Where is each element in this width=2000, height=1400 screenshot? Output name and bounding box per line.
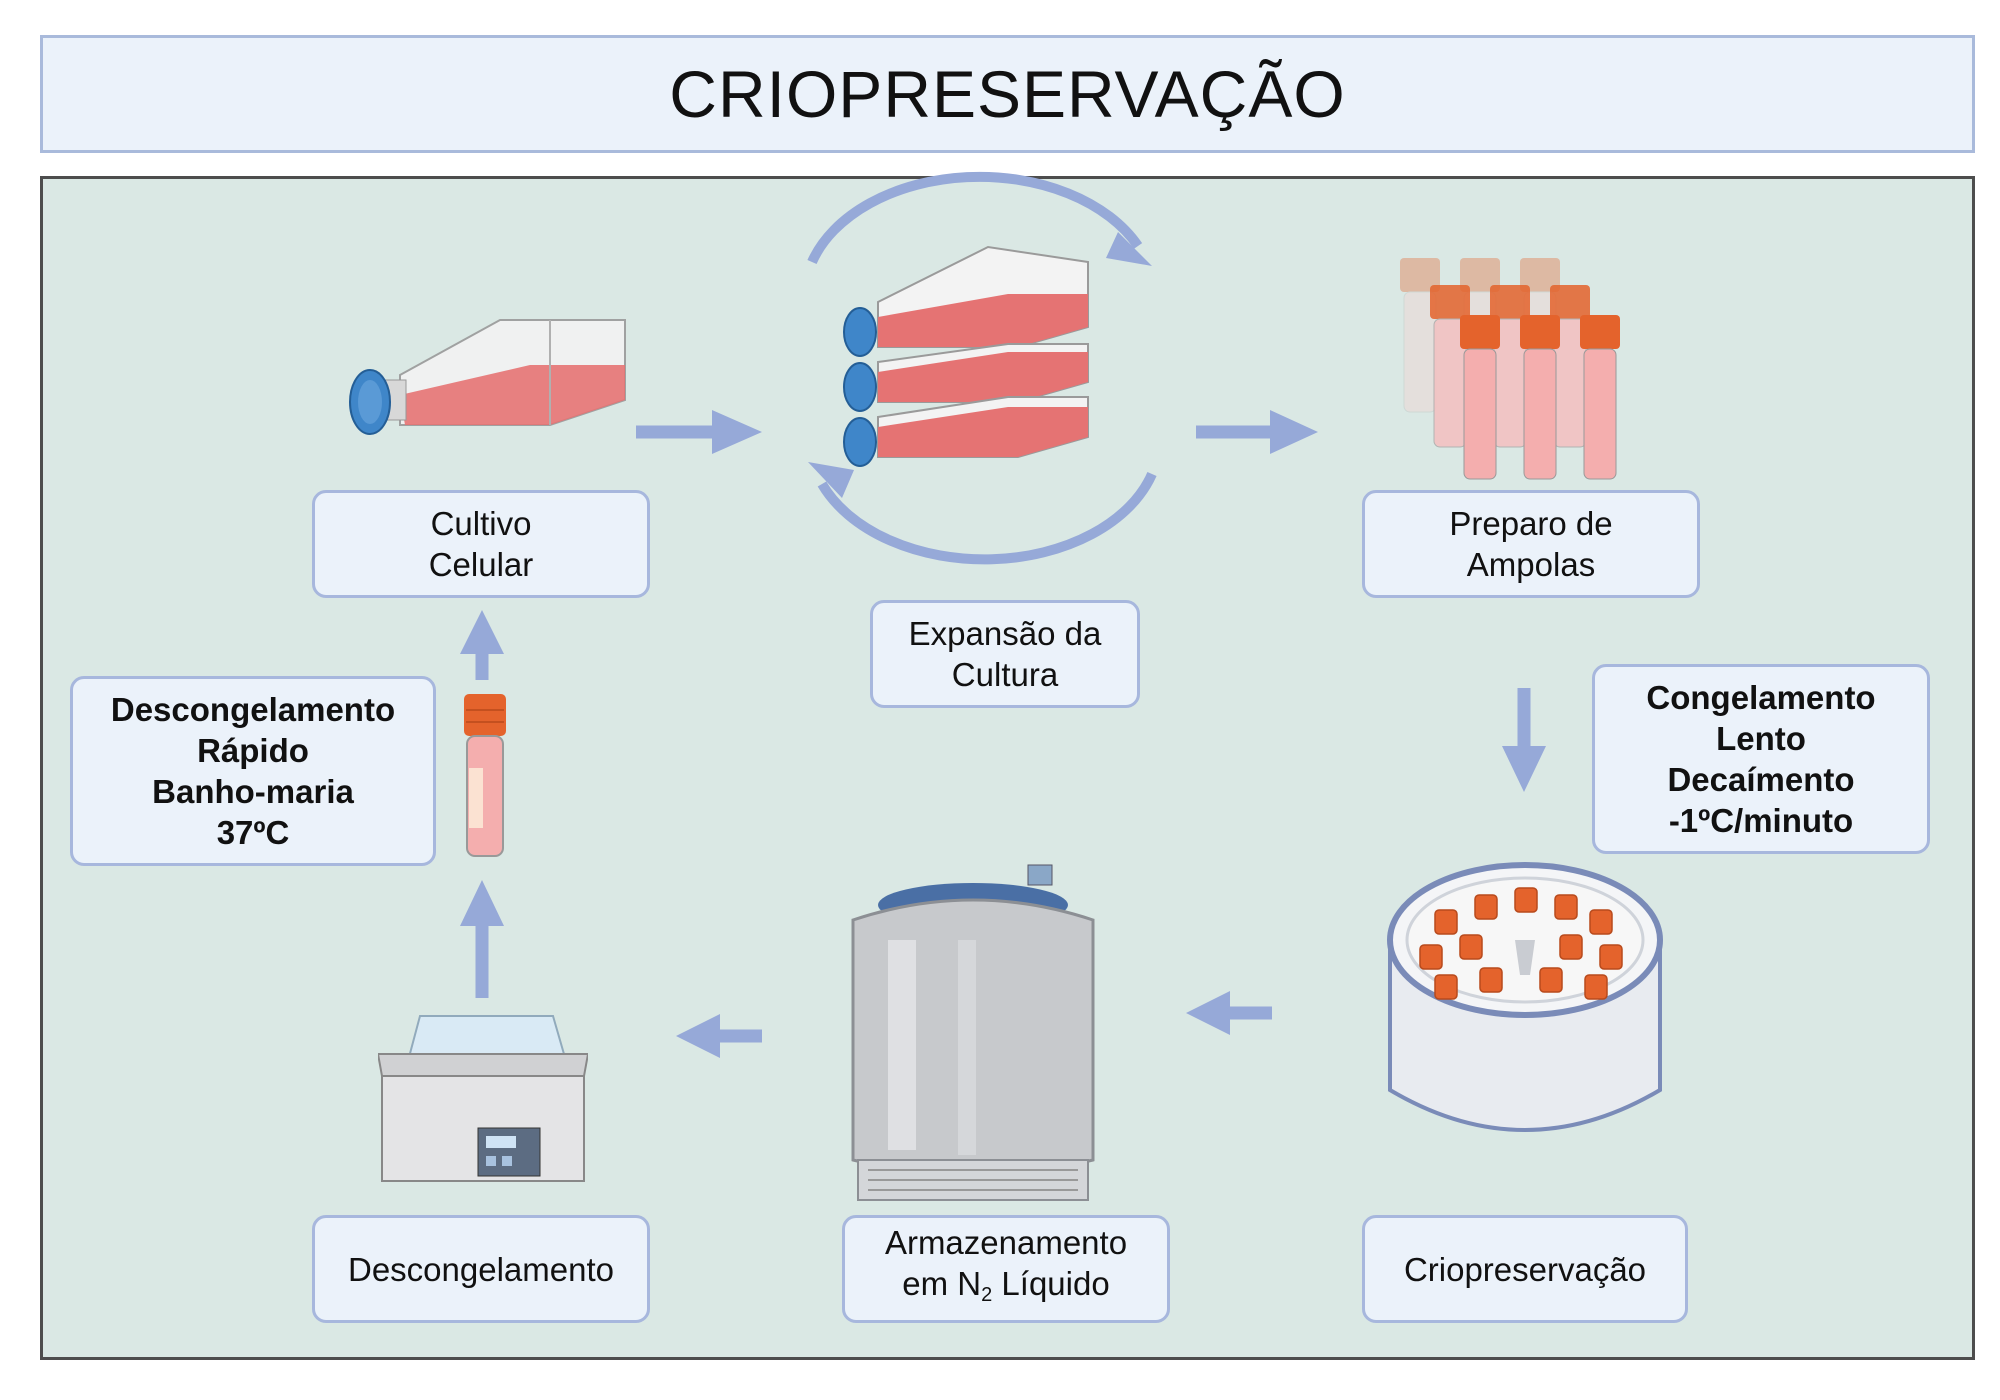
cycle-arrowhead-bottom (808, 462, 854, 498)
step-armazenamento: Armazenamento em N2 Líquido (842, 1215, 1170, 1323)
stacked-flasks-icon (838, 232, 1098, 482)
step-preparo-ampolas: Preparo de Ampolas (1362, 490, 1700, 598)
arrow-armazenamento-to-descong (676, 1014, 762, 1058)
water-bath-icon (378, 1006, 588, 1184)
step-armazenamento-line1: Armazenamento (884, 1224, 1128, 1261)
cryovial-icon (462, 692, 508, 862)
step-criopreservacao-label: Criopreservação (1403, 1250, 1647, 1288)
step-expansao-line2: Cultura (951, 656, 1059, 693)
step-armazenamento-line2: em N2 Líquido (902, 1263, 1109, 1316)
note-descong-l2: Rápido (197, 732, 309, 769)
cryovials-icon (1395, 250, 1645, 486)
step-preparo-line2: Ampolas (1466, 546, 1596, 583)
arrow-preparo-to-crio (1502, 688, 1546, 792)
note-descongelamento-rapido: Descongelamento Rápido Banho-maria 37ºC (70, 676, 436, 866)
note-descong-l1: Descongelamento (110, 691, 396, 728)
note-congelamento-l2: Lento (1716, 720, 1806, 757)
arrow-vial-to-cultivo (460, 610, 504, 680)
liquid-nitrogen-tank-icon (848, 860, 1098, 1212)
page-title: CRIOPRESERVAÇÃO (669, 57, 1346, 131)
title-banner: CRIOPRESERVAÇÃO (40, 35, 1975, 153)
freezing-container-icon (1380, 850, 1670, 1170)
step-cultivo-celular: Cultivo Celular (312, 490, 650, 598)
note-descong-l3: Banho-maria (152, 773, 354, 810)
arrow-bath-to-vial (460, 880, 504, 998)
n2-prefix: em N (902, 1265, 982, 1302)
step-preparo-line1: Preparo de (1449, 505, 1613, 542)
note-descong-l4: 37ºC (216, 814, 290, 851)
cycle-arrowhead-top (1106, 232, 1152, 266)
note-congelamento-l4: -1ºC/minuto (1668, 802, 1854, 839)
step-descongelamento: Descongelamento (312, 1215, 650, 1323)
step-expansao-line1: Expansão da (908, 615, 1102, 652)
step-expansao-cultura: Expansão da Cultura (870, 600, 1140, 708)
step-criopreservacao: Criopreservação (1362, 1215, 1688, 1323)
step-cultivo-line1: Cultivo (430, 505, 532, 542)
step-cultivo-line2: Celular (428, 546, 534, 583)
n2-suffix: Líquido (992, 1265, 1110, 1302)
note-congelamento-l1: Congelamento (1646, 679, 1876, 716)
cell-culture-flask-icon (330, 290, 630, 450)
cycle-arrows (807, 171, 1157, 565)
step-descongelamento-label: Descongelamento (348, 1250, 614, 1288)
n2-subscript: 2 (981, 1284, 993, 1306)
arrow-cultivo-to-expansao (636, 410, 762, 454)
note-congelamento-lento: Congelamento Lento Decaímento -1ºC/minut… (1592, 664, 1930, 854)
arrow-expansao-to-preparo (1196, 410, 1318, 454)
arrow-crio-to-armazenamento (1186, 991, 1272, 1035)
note-congelamento-l3: Decaímento (1667, 761, 1855, 798)
